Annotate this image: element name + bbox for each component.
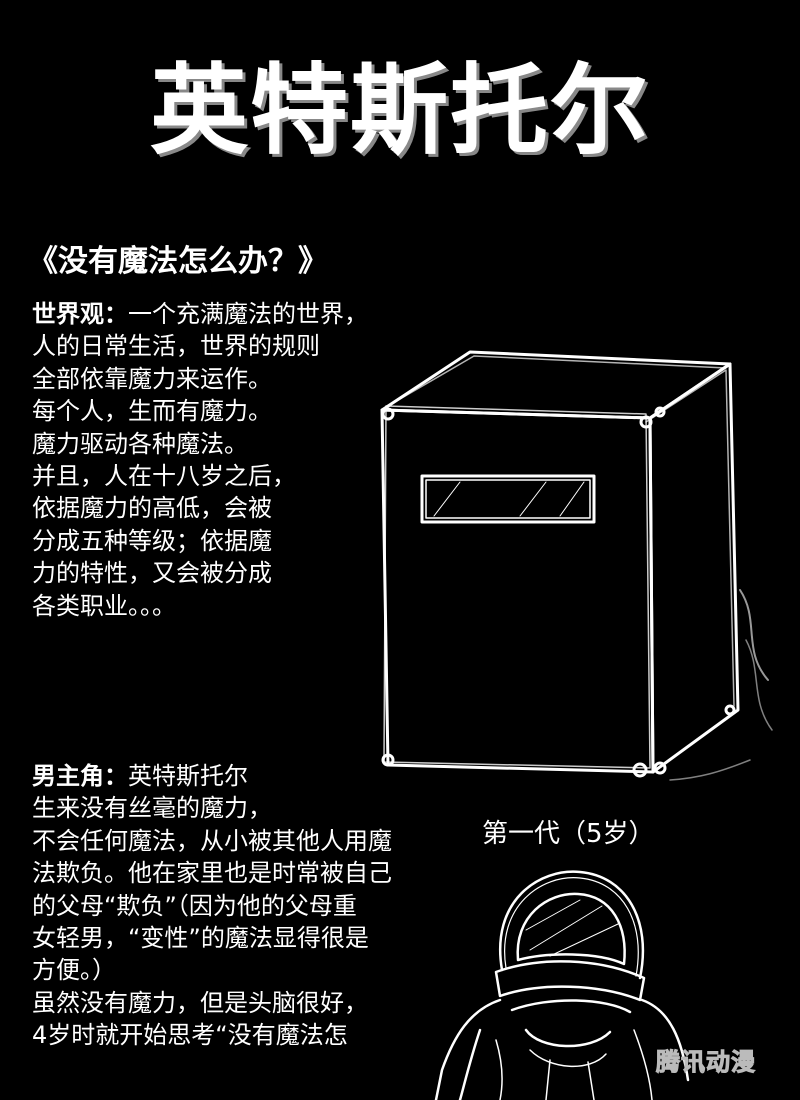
protagonist-line: 的父母“欺负”（因为他的父母重: [32, 891, 357, 920]
worldview-line: 魔力驱动各种魔法。: [32, 429, 248, 458]
protagonist-label: 男主角：: [32, 762, 128, 790]
worldview-line: 各类职业。。。: [32, 591, 176, 620]
helmet-figure-sketch-icon: [434, 870, 690, 1100]
worldview-line: 全部依靠魔力来运作。: [32, 364, 272, 393]
worldview-line: 人的日常生活，世界的规则: [32, 332, 320, 361]
protagonist-line: 女轻男，“变性”的魔法显得很是: [32, 924, 369, 953]
protagonist-line: 英特斯托尔: [128, 762, 248, 790]
worldview-line: 每个人，生而有魔力。: [32, 397, 272, 426]
protagonist-line: 方便。）: [32, 956, 116, 985]
caption: 第一代（5岁）: [482, 819, 655, 849]
protagonist-line: 虽然没有魔力，但是头脑很好，: [32, 988, 368, 1017]
worldview-line: 依据魔力的高低，会被: [32, 494, 272, 523]
protagonist-line: 生来没有丝毫的魔力，: [32, 794, 272, 823]
protagonist-line: 4岁时就开始思考“没有魔法怎: [32, 1021, 348, 1050]
worldview-line: 一个充满魔法的世界，: [128, 300, 368, 328]
subtitle: 《没有魔法怎么办？》: [28, 244, 328, 279]
worldview-line: 并且，人在十八岁之后，: [32, 462, 296, 491]
watermark: 腾讯动漫: [656, 1048, 756, 1077]
protagonist-line: 法欺负。他在家里也是时常被自己: [32, 859, 392, 888]
protagonist-block: 男主角：英特斯托尔 生来没有丝毫的魔力， 不会任何魔法，从小被其他人用魔 法欺负…: [32, 760, 392, 1052]
worldview-label: 世界观：: [32, 300, 128, 328]
protagonist-line: 不会任何魔法，从小被其他人用魔: [32, 826, 392, 855]
worldview-line: 分成五种等级；依据魔: [32, 526, 272, 555]
page-title: 英特斯托尔: [149, 54, 650, 168]
worldview-line: 力的特性，又会被分成: [32, 559, 272, 588]
box-robot-sketch-icon: [380, 350, 773, 781]
worldview-block: 世界观：一个充满魔法的世界， 人的日常生活，世界的规则 全部依靠魔力来运作。 每…: [32, 298, 368, 622]
